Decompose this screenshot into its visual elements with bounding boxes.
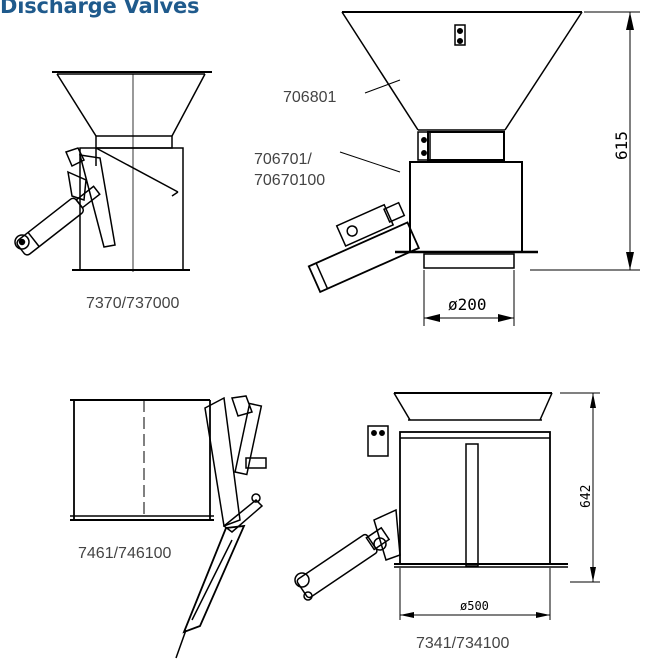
page-title: Discharge Valves: [0, 0, 200, 18]
valve-b-drawing: [70, 395, 267, 659]
caption-valve-c: 7341/734100: [416, 635, 510, 652]
label-body-line2: 70670100: [254, 172, 325, 189]
main-valve-drawing: [307, 11, 640, 326]
dimension-height-main: 615: [612, 131, 631, 160]
caption-valve-b: 7461/746100: [78, 545, 172, 562]
valve-a-drawing: [14, 71, 212, 272]
caption-valve-a: 7370/737000: [86, 295, 180, 312]
dimension-height-c: 642: [579, 485, 594, 508]
valve-c-drawing: [294, 392, 600, 620]
dimension-diameter-main: ø200: [448, 295, 487, 314]
label-hopper: 706801: [283, 89, 336, 106]
label-body-line1: 706701/: [254, 151, 312, 168]
dimension-diameter-c: ø500: [460, 599, 489, 613]
